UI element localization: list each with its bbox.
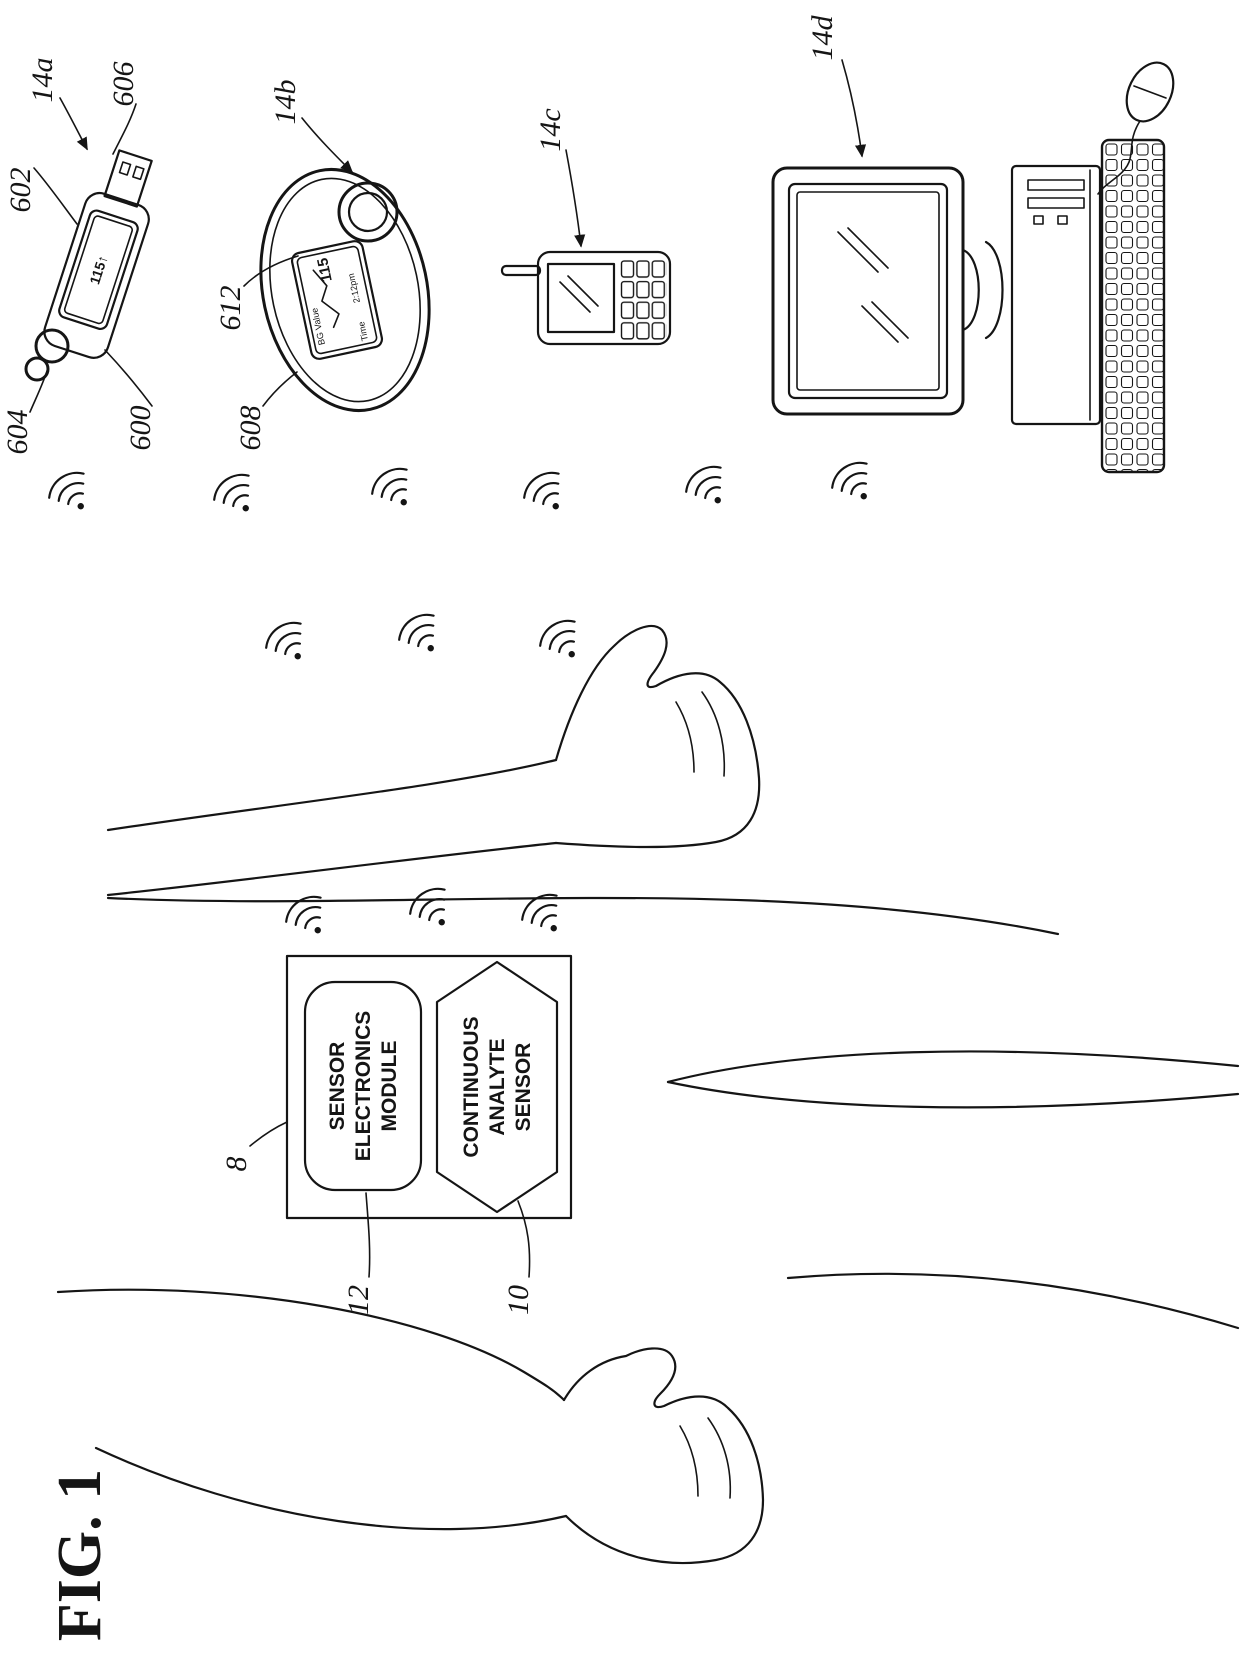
wireless-signal-icon [392,606,451,664]
keyfob-display: 115 2:12pm Time BG Value [290,240,384,360]
figure-title: FIG. 1 [46,1469,114,1641]
monitor-neck [961,248,980,332]
wireless-signal-icon [515,886,574,944]
torso-contours [106,896,1240,1330]
ref-label-14c: 14c [534,108,567,151]
wireless-signal-icon [365,460,424,518]
drive-bay-1 [1027,179,1085,191]
leader-608 [262,371,298,407]
mouse-cable [1097,120,1141,195]
monitor-base [984,240,1004,340]
keyfob-time-label: Time [356,321,370,342]
wireless-signal-icon [533,612,592,670]
analyte-sensor-line3: SENSOR [512,1043,535,1132]
wireless-signal-icon [259,614,318,672]
ref-label-14a: 14a [26,58,59,103]
leader-10 [517,1200,531,1278]
leader-14d [841,59,867,158]
leader-12 [365,1192,371,1278]
leader-14b [301,117,354,174]
drive-bay-2 [1027,197,1085,209]
monitor-case [771,166,965,416]
analyte-sensor-line2: ANALYTE [486,1038,509,1135]
usb-connector [103,149,153,208]
keyfob-display-value: 115 [314,256,336,283]
keyfob-ring-inner [347,191,389,233]
upper-hand [554,624,761,849]
sensor-system-box: SENSOR ELECTRONICS MODULE CONTINUOUS ANA… [285,954,573,1220]
phone-body [536,250,672,346]
phone-keypad [620,259,667,342]
usb-receiver-display [58,209,139,331]
wireless-signal-icon [279,888,338,946]
leader-600 [104,349,153,407]
leader-604 [29,370,48,413]
lower-hand [562,1347,765,1565]
upper-arm [106,758,558,897]
keyfob-receiver-device: 115 2:12pm Time BG Value [259,167,431,413]
keyfob-ring-outer [337,181,399,243]
keyring-small [24,356,50,382]
leader-14a [59,97,88,151]
leader-14c [565,149,586,248]
wireless-signals [42,454,884,946]
reset-button [1057,215,1068,225]
sensor-module-line2: ELECTRONICS [352,1011,375,1162]
wireless-signal-icon [517,464,576,522]
wireless-signal-icon [403,880,462,938]
wireless-signal-icon [679,458,738,516]
power-button [1033,215,1044,225]
ref-label-606: 606 [107,62,140,107]
ref-label-602: 602 [4,168,37,213]
ref-label-612: 612 [214,286,247,331]
wireless-signal-icon [207,466,266,524]
lower-arm [56,1288,568,1531]
glucose-trend-graph [312,269,340,329]
ref-label-14b: 14b [269,80,302,125]
keyfob-bg-label: BG Value [309,307,327,346]
wireless-signal-icon [42,464,101,522]
phone-antenna [500,264,542,277]
analyte-sensor-line1: CONTINUOUS [460,1016,483,1157]
ref-label-604: 604 [1,410,34,455]
mouse [1097,61,1175,195]
monitor-screen [787,182,949,400]
patient-body-outline [56,624,1240,1565]
ref-label-8: 8 [220,1157,253,1172]
continuous-analyte-sensor-shape [435,960,559,1214]
mobile-phone-device [500,250,672,346]
computer-workstation-device [771,61,1175,474]
ref-label-12: 12 [342,1285,375,1315]
sensor-electronics-module-shape [303,980,423,1192]
leader-602 [33,167,78,225]
keyboard [1100,138,1166,474]
sensor-module-line1: SENSOR [326,1042,349,1131]
phone-screen [546,262,616,334]
keyring-large [34,328,70,364]
leader-612 [243,255,299,287]
usb-receiver-display-value: 115↑ [86,253,110,286]
ref-label-10: 10 [502,1285,535,1315]
ref-label-14d: 14d [806,15,839,61]
ref-label-608: 608 [234,406,267,451]
system-unit [1010,164,1102,426]
wireless-signal-icon [825,454,884,512]
leader-8 [249,1121,288,1147]
ref-label-600: 600 [124,406,157,451]
usb-receiver-device: 115↑ [24,149,153,382]
leader-606 [112,103,137,155]
sensor-module-line3: MODULE [378,1041,401,1132]
keyfob-time-value: 2:12pm [346,272,362,303]
